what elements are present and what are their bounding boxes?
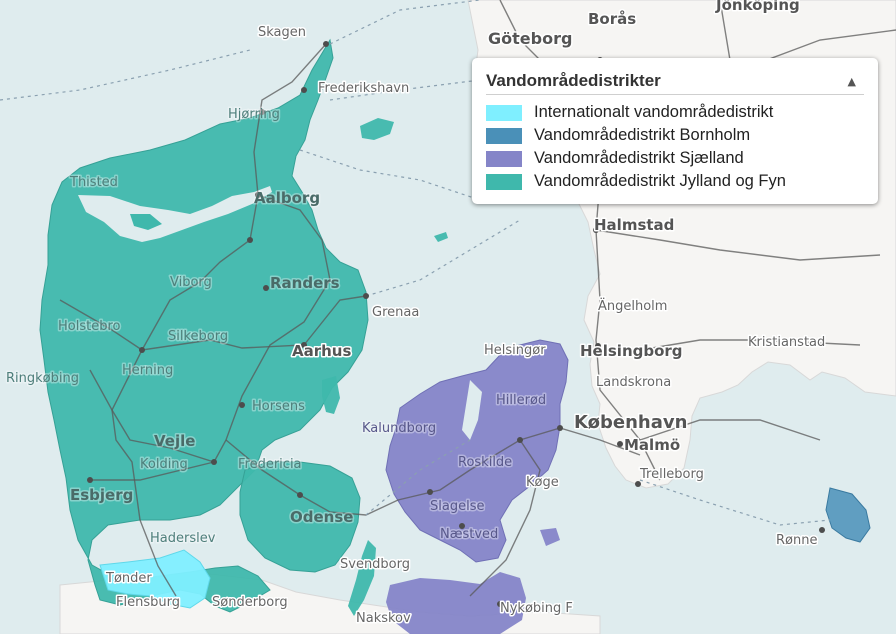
label-viborg: Viborg [170,275,212,290]
legend-swatch [486,104,522,121]
label-boras: Borås [588,10,636,28]
label-ronne: Rønne [776,533,817,548]
ferry-routes [0,0,831,526]
region-fyn[interactable] [239,461,361,573]
region-international[interactable] [99,549,211,609]
label-frederikshavn: Frederikshavn [318,81,409,96]
region-sjaelland[interactable] [385,339,569,563]
legend-panel: Vandområdedistrikter ▲ Internationalt va… [472,58,878,204]
region-anholt[interactable] [434,232,448,242]
label-holstebro: Holstebro [58,319,121,334]
label-kobenhavn: København [574,412,687,433]
city-markers [87,41,825,607]
label-kolding: Kolding [140,457,188,472]
legend-item-label: Vandområdedistrikt Sjælland [534,149,744,167]
label-aalborg: Aalborg [254,189,320,207]
label-roskilde: Roskilde [458,455,512,470]
region-mon[interactable] [540,528,560,546]
fjord-islands [130,214,162,230]
legend-item-international[interactable]: Internationalt vandområdedistrikt [486,101,864,124]
legend-item-jylland-fyn[interactable]: Vandområdedistrikt Jylland og Fyn [486,170,864,193]
label-goteborg: Göteborg [488,29,572,48]
legend-swatch [486,127,522,144]
label-odense: Odense [290,508,353,526]
label-randers: Randers [270,274,340,292]
region-lolland-falster[interactable] [386,572,526,634]
label-helsingor: Helsingør [484,343,546,358]
legend-header[interactable]: Vandområdedistrikter ▲ [486,68,864,95]
sjaelland-fjord [462,380,482,440]
label-fredericia: Fredericia [238,457,302,472]
label-halmstad: Halmstad [594,216,674,234]
label-thisted: Thisted [69,175,118,190]
label-malmo: Malmö [624,436,680,454]
label-esbjerg: Esbjerg [70,486,133,504]
limfjord [78,186,272,242]
label-svendborg: Svendborg [340,557,410,572]
label-ringkobing: Ringkøbing [6,371,79,386]
label-haderslev: Haderslev [150,531,216,546]
legend-item-label: Internationalt vandområdedistrikt [534,103,774,121]
label-nykobing: Nykøbing F [500,601,573,616]
region-langeland[interactable] [348,540,376,616]
region-bornholm[interactable] [825,487,871,543]
label-hjorring: Hjørring [228,107,280,122]
label-tonder: Tønder [105,571,152,586]
legend-swatch [486,150,522,167]
legend-title: Vandområdedistrikter [486,71,661,90]
label-helsingborg: Helsingborg [580,342,683,360]
label-horsens: Horsens [252,399,305,414]
label-flensburg: Flensburg [116,595,180,610]
label-vejle: Vejle [154,432,195,450]
label-jonkoping: Jönköping [715,0,800,14]
label-silkeborg: Silkeborg [168,329,228,344]
label-aarhus: Aarhus [292,342,351,360]
chevron-up-icon[interactable]: ▲ [847,74,856,88]
label-trelleborg: Trelleborg [639,467,704,482]
place-labels: Skagen Frederikshavn Hjørring Thisted Aa… [5,0,827,628]
region-samso[interactable] [322,376,340,414]
label-kristianstad: Kristianstad [748,335,825,350]
label-koge: Køge [526,475,559,490]
legend-item-label: Vandområdedistrikt Jylland og Fyn [534,172,786,190]
label-sonderborg: Sønderborg [212,595,288,610]
label-kalundborg: Kalundborg [362,421,436,436]
label-nakskov: Nakskov [356,611,411,626]
label-grenaa: Grenaa [372,305,419,320]
label-landskrona: Landskrona [596,375,671,390]
legend-item-label: Vandområdedistrikt Bornholm [534,126,751,144]
label-slagelse: Slagelse [430,499,484,514]
label-herning: Herning [122,363,173,378]
label-angelholm: Ängelholm [598,298,667,314]
label-hillerod: Hillerød [496,393,546,408]
label-naestved: Næstved [440,527,498,542]
legend-item-sjaelland[interactable]: Vandområdedistrikt Sjælland [486,147,864,170]
label-skagen: Skagen [258,25,306,40]
legend-item-bornholm[interactable]: Vandområdedistrikt Bornholm [486,124,864,147]
region-laeso[interactable] [360,118,394,140]
legend-swatch [486,173,522,190]
